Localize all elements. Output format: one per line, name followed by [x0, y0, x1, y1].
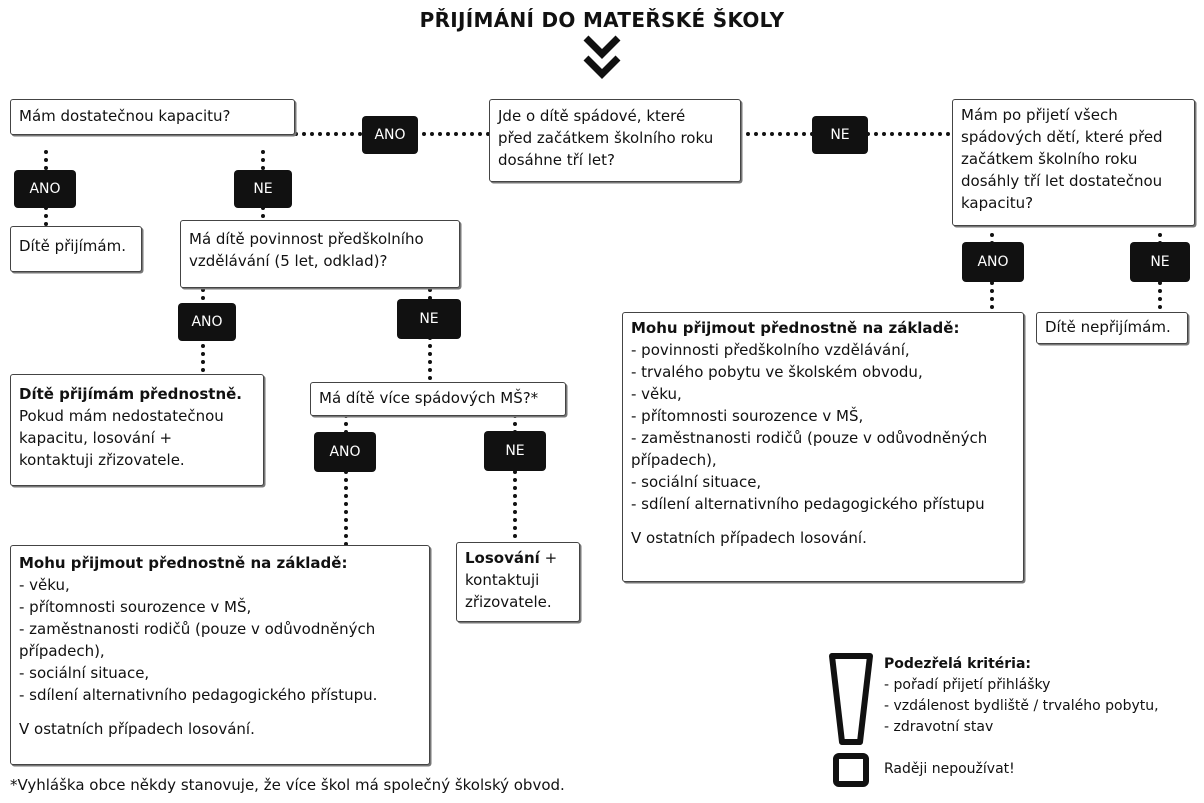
- catchment-question: Jde o dítě spádové, které před začátkem …: [489, 99, 741, 182]
- no-label: NE: [397, 299, 461, 339]
- yes-label: ANO: [14, 170, 76, 208]
- suspicious-criteria: Podezřelá kritéria: - pořadí přijetí při…: [884, 656, 1159, 777]
- accept-result: Dítě přijímám.: [10, 226, 142, 272]
- capacity-question: Mám dostatečnou kapacitu?: [10, 99, 295, 135]
- lottery-result: Losování + kontaktuji zřizovatele.: [456, 542, 580, 622]
- priority-accept-result: Dítě přijímám přednostně. Pokud mám nedo…: [10, 374, 264, 486]
- yes-label: ANO: [314, 432, 376, 472]
- capacity-after-question: Mám po přijetí všech spádových dětí, kte…: [952, 99, 1195, 226]
- diagram-title: PŘIJÍMÁNÍ DO MATEŘSKÉ ŠKOLY: [419, 8, 785, 32]
- exclamation-icon: [829, 653, 873, 787]
- footnote: *Vyhláška obce někdy stanovuje, že více …: [10, 776, 565, 794]
- no-label: NE: [484, 431, 546, 471]
- no-label: NE: [1130, 242, 1190, 282]
- multi-catchment-question: Má dítě více spádových MŠ?*: [310, 382, 566, 416]
- compulsory-question: Má dítě povinnost předškolního vzděláván…: [180, 220, 460, 288]
- yes-label: ANO: [178, 303, 236, 341]
- criteria-left: Mohu přijmout přednostně na základě: - v…: [10, 545, 430, 765]
- reject-result: Dítě nepřijímám.: [1036, 312, 1188, 344]
- chevron-down-icon: [583, 35, 621, 79]
- criteria-right: Mohu přijmout přednostně na základě: - p…: [622, 312, 1024, 582]
- no-label: NE: [234, 170, 292, 208]
- no-label: NE: [812, 116, 868, 154]
- yes-label: ANO: [962, 242, 1024, 282]
- yes-label: ANO: [362, 116, 418, 154]
